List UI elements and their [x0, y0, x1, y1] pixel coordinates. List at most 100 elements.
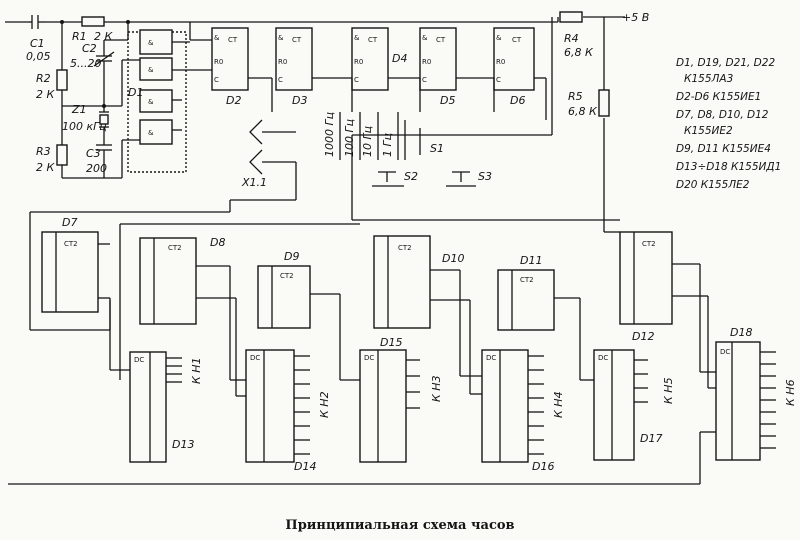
chip-d5: CT & R0 C D5	[419, 27, 494, 107]
svg-text:D3: D3	[292, 94, 307, 107]
svg-text:&: &	[148, 98, 154, 106]
svg-text:DC: DC	[486, 354, 496, 362]
svg-text:D9: D9	[284, 250, 299, 263]
svg-text:D8: D8	[210, 236, 225, 249]
svg-text:C: C	[422, 76, 427, 84]
svg-text:DC: DC	[720, 348, 730, 356]
svg-text:S1: S1	[430, 142, 444, 155]
svg-text:C: C	[496, 76, 501, 84]
svg-text:R0: R0	[354, 58, 363, 66]
svg-text:К Н6: К Н6	[784, 379, 797, 406]
wiring-decoders	[109, 264, 716, 484]
svg-text:К Н4: К Н4	[552, 391, 565, 418]
svg-text:&: &	[278, 34, 284, 42]
svg-text:D16: D16	[532, 460, 554, 473]
svg-text:C: C	[354, 76, 359, 84]
r3-value: 2 К	[36, 161, 55, 174]
r1-ref: R1	[72, 30, 87, 43]
svg-text:D13÷D18 К155ИД1: D13÷D18 К155ИД1	[676, 161, 781, 173]
svg-text:D13: D13	[172, 438, 194, 451]
svg-text:К Н5: К Н5	[662, 377, 675, 404]
chip-d10: CT2 D10	[373, 235, 464, 329]
svg-text:CT: CT	[228, 36, 238, 44]
resistor-r5: R5 6,8 К	[568, 89, 610, 118]
svg-text:R5: R5	[568, 90, 583, 103]
diagram-caption: Принципиальная схема часов	[285, 518, 515, 533]
chip-d15: DC D15 К Н3	[359, 336, 443, 463]
svg-text:6,8 К: 6,8 К	[568, 105, 598, 118]
c2-ref: C2	[82, 42, 97, 55]
oscillator-network: R2 2 К C2 5...20 Z1 100 кГц R3 2 К C3 20…	[36, 20, 140, 179]
connector-x1: X1.1	[230, 119, 297, 201]
svg-text:CT2: CT2	[398, 244, 412, 252]
svg-text:D4: D4	[392, 52, 407, 65]
chip-d12: CT2 D12	[619, 231, 700, 343]
c3-value: 200	[86, 162, 107, 175]
svg-text:1 Гц: 1 Гц	[381, 133, 394, 157]
switch-s1: S1	[404, 120, 444, 160]
svg-text:К Н2: К Н2	[318, 391, 331, 418]
svg-text:1000 Гц: 1000 Гц	[323, 112, 336, 157]
r3-ref: R3	[36, 145, 51, 158]
svg-text:D12: D12	[632, 330, 654, 343]
chip-d8: CT2 D8	[139, 236, 236, 325]
svg-text:CT: CT	[292, 36, 302, 44]
z1-value: 100 кГц	[62, 120, 107, 133]
svg-text:&: &	[148, 129, 154, 137]
chip-d3: CT & R0 C D3	[275, 27, 352, 107]
chip-d4: CT & R0 C D4	[351, 27, 420, 91]
svg-text:&: &	[422, 34, 428, 42]
svg-text:R0: R0	[278, 58, 287, 66]
d1-label: D1	[128, 86, 143, 99]
capacitor-c1: C1 0,05	[26, 15, 51, 63]
svg-text:R0: R0	[496, 58, 505, 66]
svg-text:D5: D5	[440, 94, 455, 107]
chip-d6: CT & R0 C D6	[493, 27, 547, 120]
svg-text:+5 В: +5 В	[622, 11, 649, 24]
svg-text:D14: D14	[294, 460, 316, 473]
switch-s3: S3	[446, 170, 492, 187]
svg-text:D1, D19, D21, D22: D1, D19, D21, D22	[676, 57, 775, 69]
svg-text:К155ЛА3: К155ЛА3	[684, 73, 733, 85]
svg-text:CT2: CT2	[520, 276, 534, 284]
svg-text:К155ИЕ2: К155ИЕ2	[684, 125, 733, 137]
svg-text:R0: R0	[214, 58, 223, 66]
chip-d13: DC D13 К Н1	[129, 351, 203, 463]
svg-text:D2: D2	[226, 94, 241, 107]
svg-text:CT2: CT2	[642, 240, 656, 248]
svg-text:R0: R0	[422, 58, 431, 66]
svg-text:C: C	[214, 76, 219, 84]
z1-ref: Z1	[71, 103, 87, 116]
svg-text:R4: R4	[564, 32, 579, 45]
chip-d17: DC D17 К Н5	[593, 349, 675, 461]
svg-text:D7: D7	[62, 216, 77, 229]
svg-text:D7, D8, D10, D12: D7, D8, D10, D12	[676, 109, 769, 121]
resistor-r4: R4 6,8 К +5 В	[559, 11, 649, 59]
svg-text:X1.1: X1.1	[241, 176, 267, 189]
svg-text:S2: S2	[404, 170, 418, 183]
r2-ref: R2	[36, 72, 51, 85]
svg-text:&: &	[148, 39, 154, 47]
svg-text:D18: D18	[730, 326, 752, 339]
chip-d2: CT & R0 C D2	[211, 27, 272, 107]
svg-text:CT: CT	[512, 36, 522, 44]
svg-text:6,8 К: 6,8 К	[564, 46, 594, 59]
svg-text:CT2: CT2	[64, 240, 78, 248]
svg-text:DC: DC	[364, 354, 374, 362]
legend: D1, D19, D21, D22 К155ЛА3 D2-D6 К155ИЕ1 …	[676, 57, 781, 191]
svg-text:D6: D6	[510, 94, 525, 107]
svg-text:&: &	[496, 34, 502, 42]
svg-text:D10: D10	[442, 252, 464, 265]
frequency-taps: 1000 Гц 100 Гц 10 Гц 1 Гц	[271, 78, 495, 160]
svg-text:CT: CT	[368, 36, 378, 44]
c1-ref: C1	[30, 37, 45, 50]
svg-text:D15: D15	[380, 336, 402, 349]
chip-d16: DC D16 К Н4	[481, 349, 565, 473]
svg-text:&: &	[214, 34, 220, 42]
chip-d14: DC D14 К Н2	[245, 349, 331, 473]
svg-text:D17: D17	[640, 432, 662, 445]
svg-text:100 Гц: 100 Гц	[343, 119, 356, 157]
switch-s2: S2	[372, 170, 418, 187]
svg-text:К Н3: К Н3	[430, 375, 443, 402]
svg-text:К Н1: К Н1	[190, 357, 203, 384]
